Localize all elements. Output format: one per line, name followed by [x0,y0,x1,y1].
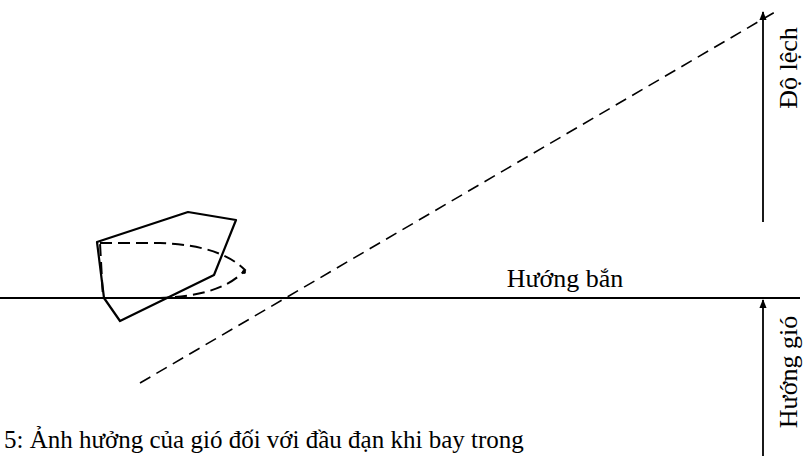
projectile-tip [242,270,246,274]
projectile-deflected [97,212,236,321]
deviation-arrow [762,12,764,222]
wind-direction-label: Hướng gió [776,316,802,428]
firing-direction-label: Hướng bắn [507,266,624,292]
figure-caption: 5: Ảnh hưởng của gió đối với đầu đạn khi… [4,427,524,452]
deviation-label: Độ lệch [776,27,802,109]
deflected-path [140,12,775,383]
wind-arrow [762,300,764,456]
firing-line [0,297,800,299]
